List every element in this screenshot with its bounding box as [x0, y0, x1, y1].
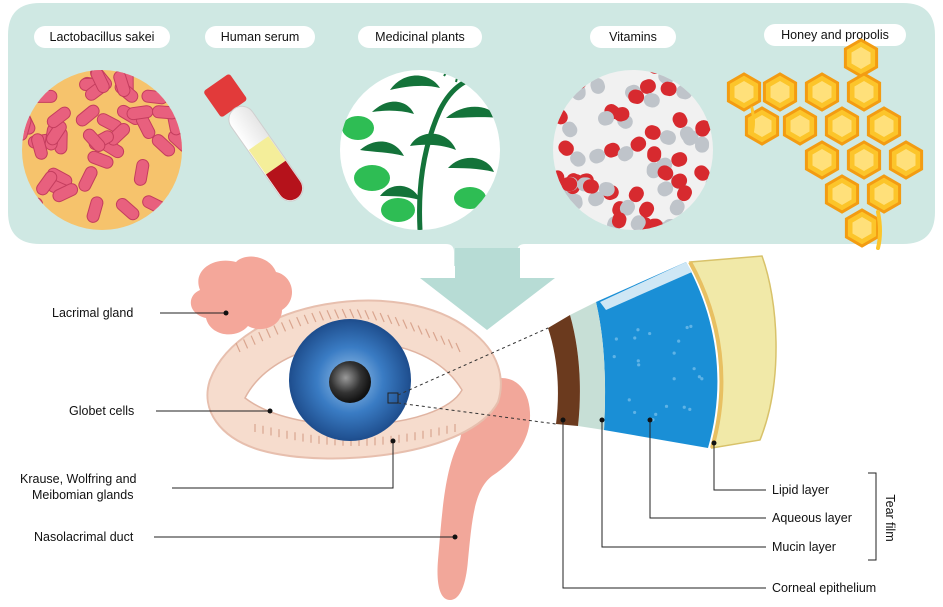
source-label: Vitamins [609, 30, 657, 44]
label-lipid-layer: Lipid layer [772, 483, 829, 497]
label-krause-line2: Meibomian glands [32, 488, 133, 502]
label-tear-film: Tear film [883, 494, 897, 541]
source-pill-medicinal-plants: Medicinal plants [358, 26, 482, 48]
source-pill-human-serum: Human serum [205, 26, 315, 48]
source-pill-lactobacillus: Lactobacillus sakei [34, 26, 170, 48]
source-label: Honey and propolis [781, 28, 889, 42]
label-lacrimal-gland: Lacrimal gland [52, 306, 133, 320]
source-label: Human serum [221, 30, 300, 44]
source-label: Lactobacillus sakei [50, 30, 155, 44]
label-krause-line1: Krause, Wolfring and [20, 472, 137, 486]
source-label: Medicinal plants [375, 30, 465, 44]
label-aqueous-layer: Aqueous layer [772, 511, 852, 525]
label-nasolacrimal-duct: Nasolacrimal duct [34, 530, 134, 544]
source-pill-honey: Honey and propolis [764, 24, 906, 46]
source-pill-vitamins: Vitamins [590, 26, 676, 48]
label-corneal-epithelium: Corneal epithelium [772, 581, 876, 595]
label-mucin-layer: Mucin layer [772, 540, 836, 554]
label-globet-cells: Globet cells [69, 404, 134, 418]
